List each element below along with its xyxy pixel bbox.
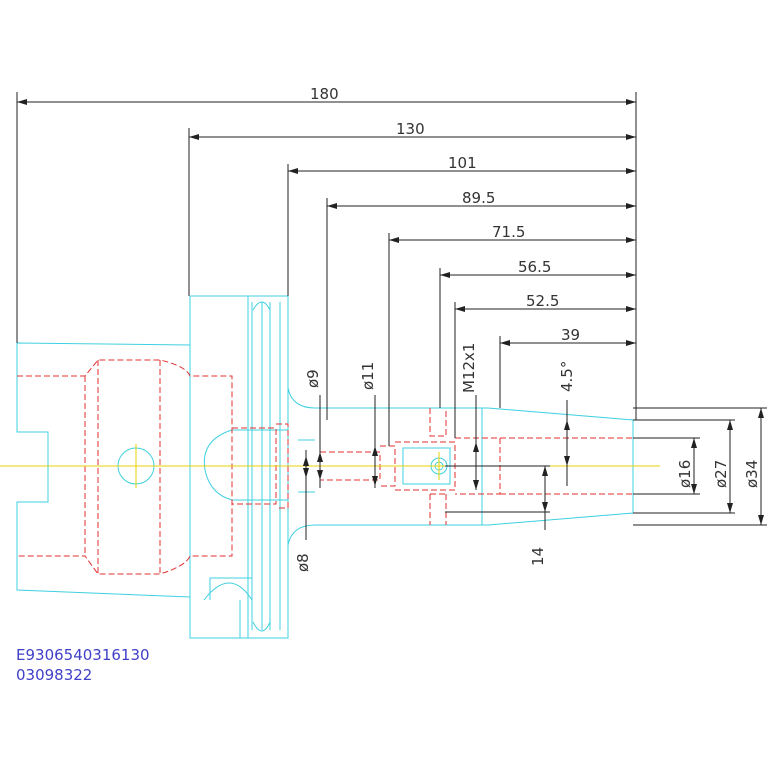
tool-holder-outline [16,295,634,639]
dim-89-5: 89.5 [462,189,495,207]
dim-101: 101 [448,154,477,172]
dim-phi16: ø16 [676,460,694,488]
dim-phi34: ø34 [743,460,761,488]
dim-71-5: 71.5 [492,223,525,241]
dim-phi8: ø8 [294,553,312,572]
dim-phi9: ø9 [304,369,322,388]
center-line [0,444,660,488]
dim-180: 180 [310,85,339,103]
drawing-reference-number: E9306540316130 [16,646,150,664]
dim-39: 39 [561,326,580,344]
dim-phi27: ø27 [712,460,730,488]
dim-52-5: 52.5 [526,292,559,310]
hidden-lines [17,359,633,575]
dim-130: 130 [396,120,425,138]
diameter-dimensions: ø9 ø11 M12x1 ø8 14 ø16 ø27 [294,343,767,572]
dim-angle-4-5: 4.5° [558,361,576,392]
dim-phi11: ø11 [359,362,377,390]
dim-m12x1: M12x1 [460,343,478,393]
dim-56-5: 56.5 [518,258,551,276]
horizontal-dimensions: 180 130 101 89.5 71.5 56.5 52.5 39 [16,85,637,446]
drawing-reference-code: 03098322 [16,666,92,684]
dim-14: 14 [529,547,547,566]
